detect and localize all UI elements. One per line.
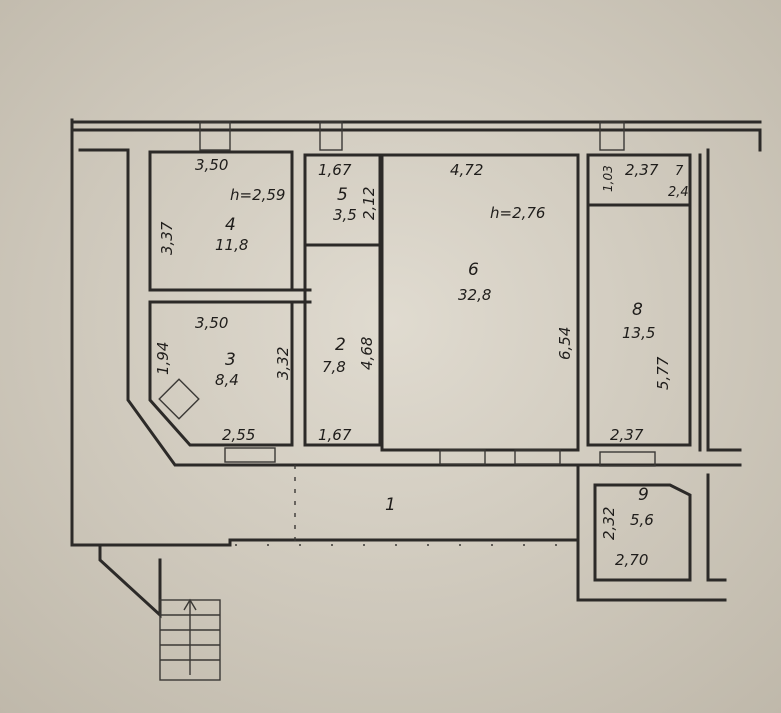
room-2-area: 7,8	[322, 358, 346, 376]
room-6-area: 32,8	[458, 286, 491, 304]
room-6-height: h=2,76	[490, 204, 545, 222]
room-8-outline	[586, 203, 692, 447]
room-5-length: 2,12	[360, 187, 378, 220]
room-1-number: 1	[385, 495, 396, 515]
room-4-height: h=2,59	[230, 186, 285, 204]
room-9-area: 5,6	[630, 511, 654, 529]
room-2-width: 1,67	[318, 426, 352, 444]
room-3-bottom: 2,55	[222, 426, 255, 444]
room-9-length: 2,32	[600, 507, 618, 540]
room-6-number: 6	[468, 260, 479, 280]
room-4-number: 4	[225, 215, 236, 235]
labels: 3,50 h=2,59 3,37 4 11,8 3,50 3,32 1,94 2…	[154, 156, 689, 569]
room-6-width: 4,72	[450, 161, 483, 179]
room-9-number: 9	[638, 485, 649, 505]
room-7-number: 7	[675, 164, 684, 179]
room-4-outline	[148, 150, 294, 292]
room-9-outline	[593, 483, 692, 582]
room-8-number: 8	[632, 300, 643, 320]
room-3-width: 3,50	[195, 314, 228, 332]
room-8-area: 13,5	[622, 324, 655, 342]
room-3-outline	[148, 300, 294, 447]
room-5-area: 3,5	[333, 206, 357, 224]
room-7-width: 2,37	[625, 161, 659, 179]
room-2-outline	[303, 243, 382, 447]
walls	[70, 118, 762, 681]
room-4-area: 11,8	[215, 236, 248, 254]
room-3-length: 3,32	[274, 347, 292, 380]
stairs-icon	[98, 543, 221, 681]
room-3-area: 8,4	[215, 371, 239, 389]
room-8-length: 5,77	[654, 356, 672, 390]
room-3-number: 3	[225, 350, 236, 370]
room-6-length: 6,54	[556, 327, 574, 360]
room-7-length: 1,03	[601, 165, 615, 192]
room-3-diagonal: 1,94	[154, 342, 172, 375]
room-8-width: 2,37	[610, 426, 644, 444]
stove-icon	[158, 378, 200, 420]
room-5-number: 5	[337, 185, 348, 205]
room-2-length: 4,68	[358, 337, 376, 370]
room-9-width: 2,70	[615, 551, 648, 569]
room-5-width: 1,67	[318, 161, 352, 179]
room-4-length: 3,37	[158, 221, 176, 255]
room-7-area: 2,4	[668, 185, 689, 200]
room-2-number: 2	[335, 335, 346, 355]
room-4-width: 3,50	[195, 156, 228, 174]
